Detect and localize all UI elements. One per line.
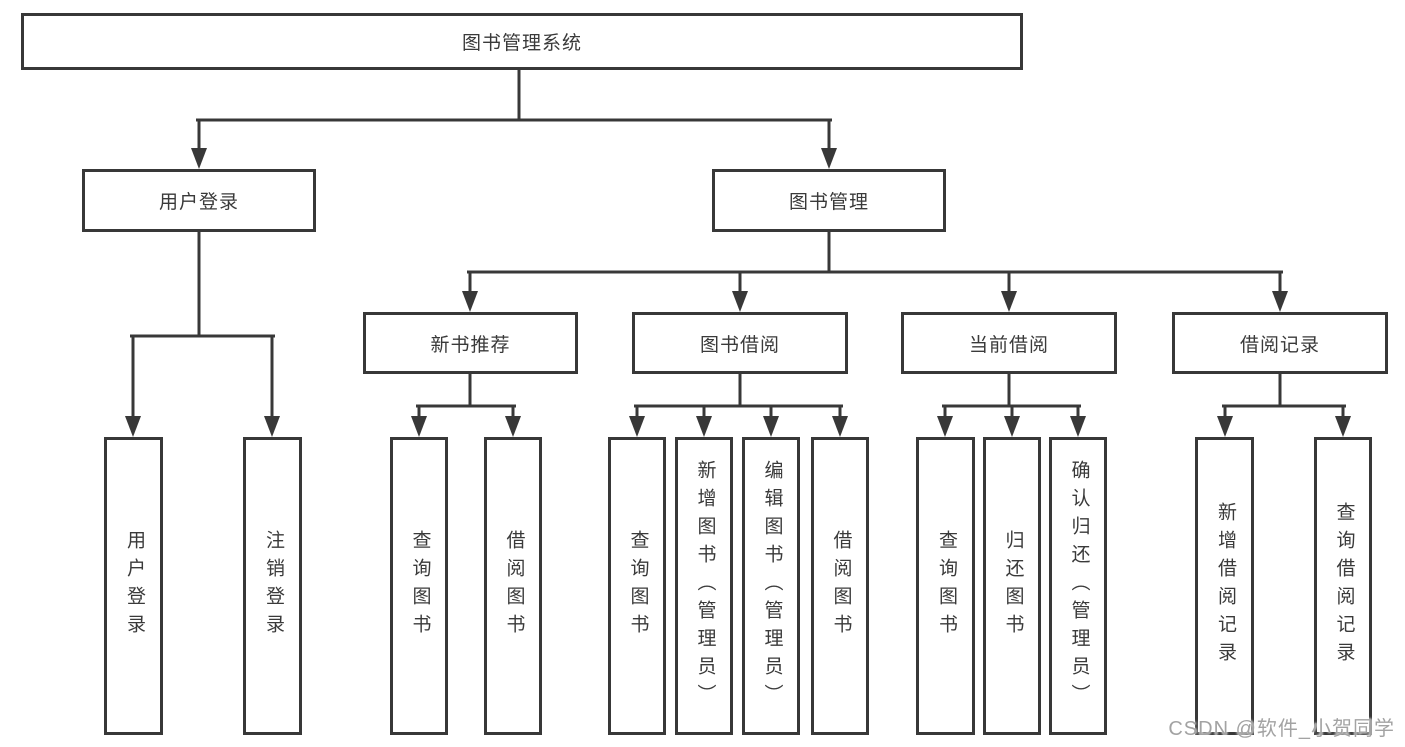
arrowhead — [1272, 291, 1288, 312]
arrowhead — [629, 416, 645, 437]
leaf-add-borrow-record: 新增借阅记录 — [1195, 437, 1254, 735]
node-borrow-records: 借阅记录 — [1172, 312, 1388, 374]
arrowhead — [1217, 416, 1233, 437]
node-label: 查询借阅记录 — [1333, 502, 1355, 670]
node-book-management: 图书管理 — [712, 169, 946, 232]
node-user-login: 用户登录 — [82, 169, 316, 232]
connector-root-to-level2 — [196, 68, 832, 152]
leaf-query-borrow-record: 查询借阅记录 — [1314, 437, 1372, 735]
arrowhead — [937, 416, 953, 437]
leaf-query-books-recommend: 查询图书 — [390, 437, 448, 735]
leaf-edit-book-admin: 编辑图书（管理员） — [742, 437, 800, 735]
arrowhead — [732, 291, 748, 312]
node-label: 借阅图书 — [503, 530, 525, 642]
node-label: 用户登录 — [123, 530, 145, 642]
connector-bookmgmt-to-level3 — [467, 230, 1283, 295]
leaf-logout-login: 注销登录 — [243, 437, 302, 735]
node-label: 新书推荐 — [430, 334, 511, 356]
connector-borrowrecords-to-leaves — [1222, 372, 1346, 420]
node-label: 借阅记录 — [1239, 334, 1320, 356]
arrowhead — [411, 416, 427, 437]
leaf-borrow-books-recommend: 借阅图书 — [484, 437, 542, 735]
arrowhead — [462, 291, 478, 312]
connector-bookborrow-to-leaves — [634, 372, 843, 420]
node-label: 确认归还（管理员） — [1068, 460, 1090, 712]
leaf-query-books-current: 查询图书 — [916, 437, 975, 735]
node-book-borrow: 图书借阅 — [632, 312, 848, 374]
arrowhead — [1335, 416, 1351, 437]
arrowhead — [264, 416, 280, 437]
watermark: CSDN @软件_小贺同学 — [1168, 718, 1395, 740]
arrowhead — [696, 416, 712, 437]
node-label: 用户登录 — [158, 192, 239, 213]
arrowhead — [1004, 416, 1020, 437]
node-label: 图书管理系统 — [461, 33, 582, 54]
leaf-confirm-return-admin: 确认归还（管理员） — [1049, 437, 1107, 735]
leaf-user-login: 用户登录 — [104, 437, 163, 735]
node-label: 编辑图书（管理员） — [761, 460, 783, 712]
arrowhead — [125, 416, 141, 437]
node-label: 查询图书 — [409, 530, 431, 642]
node-label: 查询图书 — [627, 530, 649, 642]
leaf-query-books-borrow: 查询图书 — [608, 437, 666, 735]
node-label: 借阅图书 — [830, 530, 852, 642]
arrowhead — [505, 416, 521, 437]
leaf-add-book-admin: 新增图书（管理员） — [675, 437, 733, 735]
node-label: 图书管理 — [788, 192, 869, 213]
node-label: 归还图书 — [1002, 530, 1024, 642]
node-label: 图书借阅 — [699, 334, 780, 356]
arrowhead — [832, 416, 848, 437]
connector-currentborrow-to-leaves — [942, 372, 1081, 420]
node-root-system: 图书管理系统 — [21, 13, 1023, 70]
node-label: 查询图书 — [935, 530, 957, 642]
leaf-return-books: 归还图书 — [983, 437, 1041, 735]
arrowhead — [1070, 416, 1086, 437]
arrowhead — [191, 148, 207, 169]
node-label: 新增借阅记录 — [1214, 502, 1236, 670]
connector-userlogin-to-leaves — [130, 230, 275, 420]
arrowhead — [821, 148, 837, 169]
leaf-borrow-books: 借阅图书 — [811, 437, 869, 735]
arrowhead — [763, 416, 779, 437]
node-label: 当前借阅 — [968, 334, 1049, 356]
node-new-book-recommend: 新书推荐 — [363, 312, 578, 374]
node-label: 新增图书（管理员） — [694, 460, 716, 712]
node-label: 注销登录 — [262, 530, 284, 642]
arrowhead — [1001, 291, 1017, 312]
connector-newbook-to-leaves — [416, 372, 516, 420]
node-current-borrow: 当前借阅 — [901, 312, 1117, 374]
